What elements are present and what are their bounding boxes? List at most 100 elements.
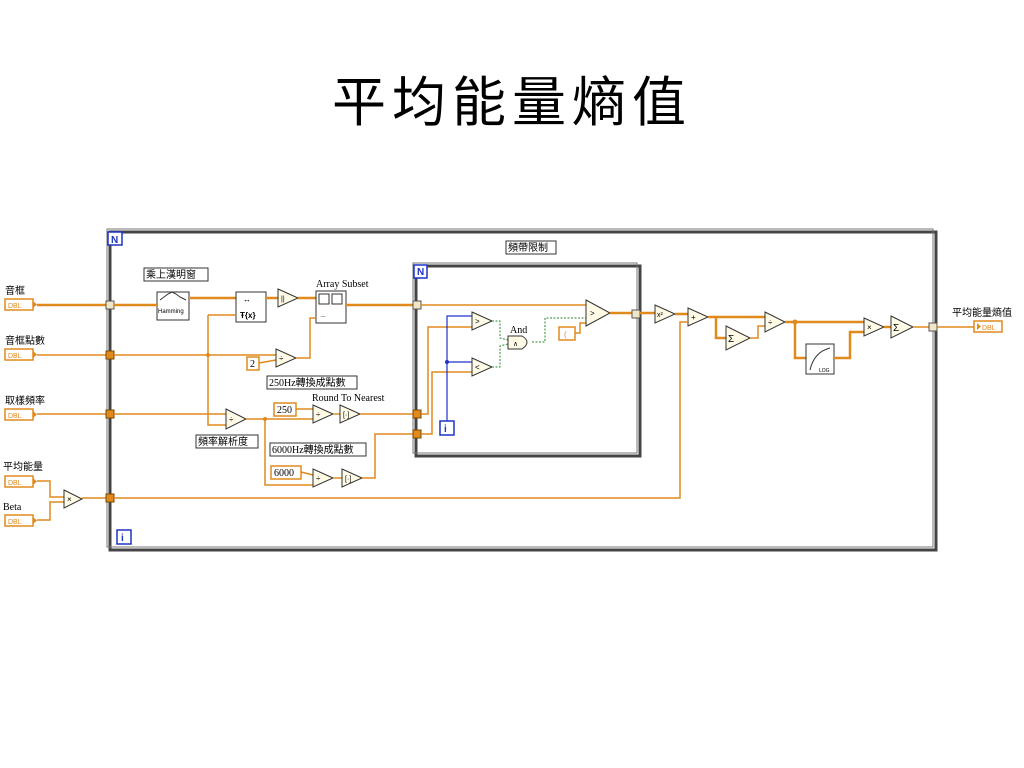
select-node[interactable]: > [585, 299, 612, 327]
svg-text:6000: 6000 [274, 468, 294, 479]
less-than-node[interactable]: < [471, 357, 494, 377]
svg-text:DBL: DBL [8, 413, 22, 420]
constant-6000[interactable]: 6000 [270, 465, 302, 480]
svg-text:÷: ÷ [229, 415, 234, 424]
loop-n-label: N [111, 235, 118, 246]
svg-text:>: > [590, 309, 595, 318]
multiply-node-beta[interactable]: × [63, 489, 84, 509]
round-node-250[interactable]: [·] [339, 404, 362, 424]
inner-loop-iteration-terminal [439, 420, 455, 436]
tunnel-sample-rate [105, 409, 115, 419]
tunnel-energy-beta [105, 493, 115, 503]
svg-text:×: × [867, 323, 872, 332]
svg-text:↔: ↔ [243, 295, 251, 304]
hamming-window-label: 乘上漢明窗 [146, 268, 196, 281]
svg-text:DBL: DBL [8, 303, 22, 310]
input-frame[interactable]: 音框 DBL [4, 284, 37, 311]
svg-text:DBL: DBL [8, 353, 22, 360]
svg-text:<: < [475, 363, 480, 372]
abs-node[interactable]: || [277, 288, 300, 308]
svg-text:×: × [67, 495, 72, 504]
svg-text:+: + [691, 313, 696, 322]
empty-constant[interactable]: ( [558, 326, 576, 341]
avg-energy-label: 平均能量 [3, 460, 43, 473]
inner-loop-count-terminal [413, 264, 428, 279]
input-beta[interactable]: Beta DBL [3, 502, 37, 527]
divide-node-normalize[interactable]: ÷ [764, 311, 787, 333]
svg-text:[·]: [·] [345, 476, 351, 483]
input-avg-energy[interactable]: 平均能量 DBL [3, 460, 43, 488]
frame-points-label: 音框點數 [5, 334, 45, 347]
constant-250[interactable]: 250 [273, 402, 297, 417]
outer-for-loop[interactable]: N i [106, 228, 938, 552]
divide-node-6000[interactable]: ÷ [312, 468, 335, 488]
svg-text:2: 2 [250, 359, 255, 370]
inner-tunnel-250 [412, 409, 422, 419]
svg-text:DBL: DBL [8, 519, 22, 526]
loop-iteration-terminal [116, 529, 132, 545]
svg-text:·-·: ·-· [320, 314, 326, 320]
svg-text:Hamming: Hamming [158, 309, 184, 315]
input-sample-rate[interactable]: 取樣頻率 DBL [4, 394, 45, 421]
array-subset-node[interactable]: ·-· [315, 290, 347, 324]
svg-text:÷: ÷ [279, 354, 284, 363]
tunnel-frame-points [105, 350, 115, 360]
multiply-node-entropy[interactable]: × [863, 317, 886, 337]
log-node[interactable]: LOG [805, 343, 835, 375]
divide-node-250[interactable]: ÷ [312, 404, 335, 424]
round-label: Round To Nearest [312, 393, 385, 404]
svg-text:÷: ÷ [768, 318, 773, 327]
svg-text:Σ: Σ [893, 323, 899, 334]
sum-array-node[interactable]: Σ [725, 325, 752, 351]
freq-res-label: 頻率解析度 [198, 435, 248, 448]
sum-final-node[interactable]: Σ [890, 315, 915, 339]
inner-tunnel-spectrum [412, 300, 422, 310]
constant-2[interactable]: 2 [246, 356, 260, 371]
input-frame-points[interactable]: 音框點數 DBL [4, 334, 45, 361]
inner-loop-n-label: N [417, 267, 424, 278]
svg-text:[·]: [·] [343, 412, 349, 419]
beta-label: Beta [3, 502, 22, 513]
svg-text:LOG: LOG [819, 368, 830, 374]
loop-count-terminal [107, 231, 123, 246]
sample-rate-label: 取樣頻率 [5, 394, 45, 407]
svg-text:||: || [281, 296, 285, 303]
svg-text:Σ: Σ [728, 334, 734, 345]
divide-node-freq-res[interactable]: ÷ [225, 408, 248, 430]
inner-tunnel-out [631, 309, 641, 319]
hz6000-label: 6000Hz轉換成點數 [272, 443, 354, 456]
svg-text:÷: ÷ [316, 410, 321, 419]
and-node[interactable]: ∧ [507, 335, 528, 350]
outer-tunnel-out [928, 322, 938, 332]
hamming-window-node[interactable]: Hamming [156, 291, 190, 321]
output-label: 平均能量熵值 [952, 306, 1012, 319]
hz250-label: 250Hz轉換成點數 [269, 376, 346, 389]
output-avg-energy-entropy[interactable]: 平均能量熵值 DBL [952, 306, 1012, 333]
fft-node[interactable]: ↔ Ŧ{x} [235, 291, 267, 323]
svg-text:Ŧ{x}: Ŧ{x} [240, 311, 256, 320]
tunnel-frame [105, 300, 115, 310]
band-limit-label: 頻帶限制 [508, 241, 548, 254]
svg-text:DBL: DBL [8, 480, 22, 487]
add-node[interactable]: + [687, 307, 710, 327]
round-node-6000[interactable]: [·] [341, 468, 364, 488]
svg-text:DBL: DBL [982, 325, 996, 332]
svg-text:(: ( [564, 330, 567, 339]
loop-i-label: i [121, 533, 124, 544]
svg-text:x²: x² [657, 312, 664, 319]
square-node[interactable]: x² [654, 304, 677, 324]
greater-than-node[interactable]: > [471, 311, 494, 331]
svg-text:∧: ∧ [513, 341, 518, 348]
array-subset-label: Array Subset [316, 279, 369, 290]
inner-tunnel-6000 [412, 429, 422, 439]
svg-text:÷: ÷ [316, 474, 321, 483]
inner-for-loop[interactable]: N i [412, 262, 642, 458]
page-title: 平均能量熵值 [332, 71, 692, 134]
inner-loop-i-label: i [444, 424, 447, 435]
frame-label: 音框 [5, 284, 25, 297]
divide-node-half[interactable]: ÷ [275, 348, 298, 368]
and-label: And [510, 325, 527, 336]
svg-text:>: > [475, 317, 480, 326]
svg-text:250: 250 [277, 405, 292, 416]
